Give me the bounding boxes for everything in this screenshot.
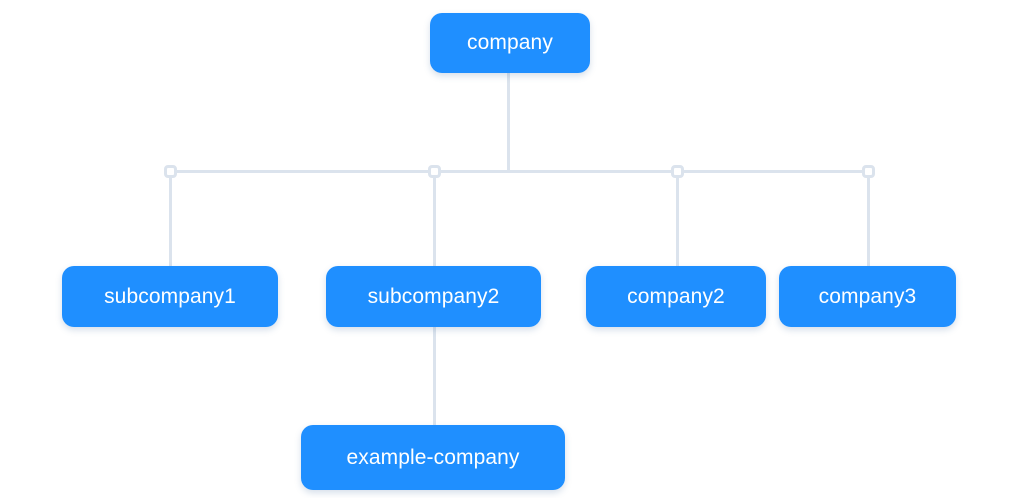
connector-root-stem: [507, 73, 510, 171]
connector-horizontal-bus: [169, 170, 868, 173]
connector-drop-company3: [867, 170, 870, 266]
node-subcompany1[interactable]: subcompany1: [62, 266, 278, 327]
node-company[interactable]: company: [430, 13, 590, 73]
node-company3[interactable]: company3: [779, 266, 956, 327]
connector-subcompany2-to-example-company: [433, 327, 436, 425]
connector-drop-subcompany1: [169, 170, 172, 266]
connector-drop-subcompany2: [433, 170, 436, 266]
junction-marker-subcompany1[interactable]: [164, 165, 177, 178]
node-subcompany2[interactable]: subcompany2: [326, 266, 541, 327]
connector-drop-company2: [676, 170, 679, 266]
junction-marker-company2[interactable]: [671, 165, 684, 178]
node-company2[interactable]: company2: [586, 266, 766, 327]
node-example-company[interactable]: example-company: [301, 425, 565, 490]
junction-marker-company3[interactable]: [862, 165, 875, 178]
junction-marker-subcompany2[interactable]: [428, 165, 441, 178]
